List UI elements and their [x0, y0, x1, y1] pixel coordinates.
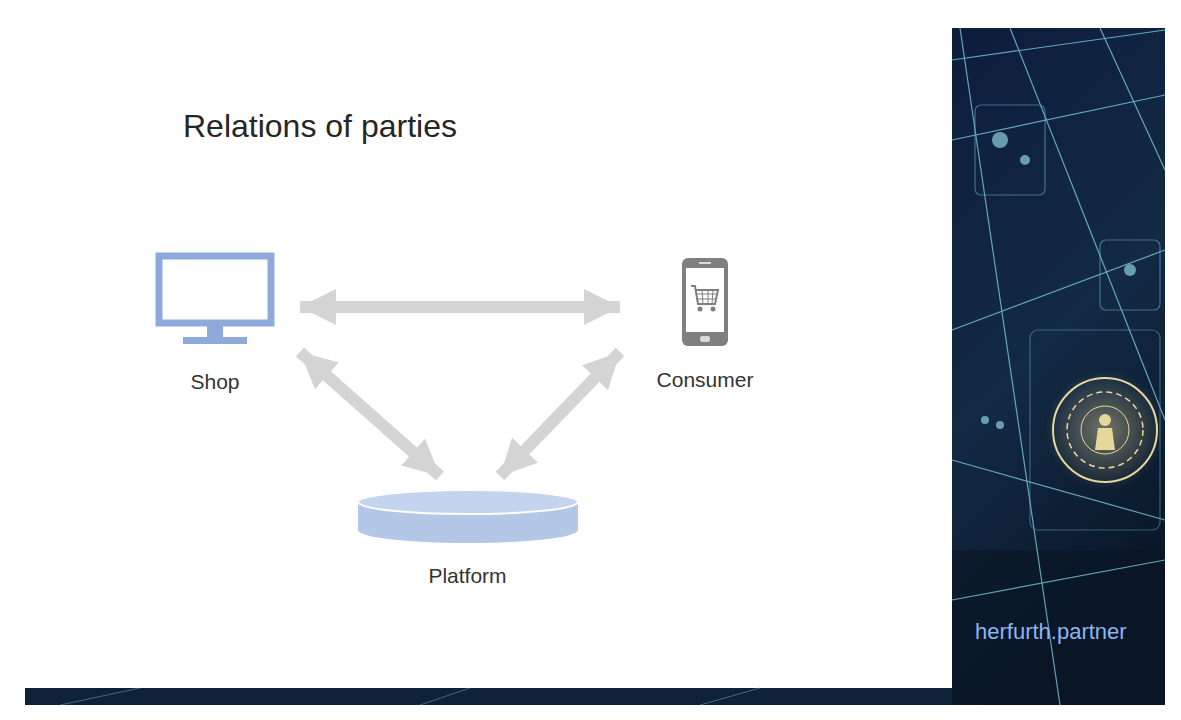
image-panel: [952, 28, 1165, 705]
node-label: Shop: [190, 369, 239, 394]
phone-icon: [680, 256, 730, 348]
monitor-base: [183, 337, 247, 344]
monitor-icon: [155, 252, 275, 347]
party-node: Platform: [345, 486, 590, 588]
monitor-screen: [159, 256, 271, 323]
phone-screen: [686, 268, 724, 332]
cart-symbol: [691, 286, 718, 312]
platform-disc-icon: [353, 486, 583, 546]
monitor-stand: [207, 326, 223, 337]
panel-icons: [981, 132, 1136, 429]
party-node: Consumer: [630, 256, 780, 392]
party-node: Shop: [140, 252, 290, 394]
slide-title: Relations of parties: [183, 106, 457, 146]
node-label: Consumer: [657, 367, 754, 392]
phone-body: [682, 258, 728, 346]
relation-arrow: [500, 352, 620, 476]
panel-tech-lines: [952, 28, 1165, 705]
watermark-label: herfurth.partner: [975, 618, 1127, 646]
relation-arrow: [300, 352, 440, 476]
relation-arrow: [300, 301, 620, 313]
bottom-band-lines: [60, 688, 760, 705]
disc-top: [358, 490, 578, 514]
phone-speaker: [699, 262, 711, 264]
phone-button: [700, 336, 710, 342]
panel-dark-zone: [952, 550, 1165, 705]
panel-target-graphic: [1045, 370, 1165, 490]
node-label: Platform: [428, 563, 506, 588]
